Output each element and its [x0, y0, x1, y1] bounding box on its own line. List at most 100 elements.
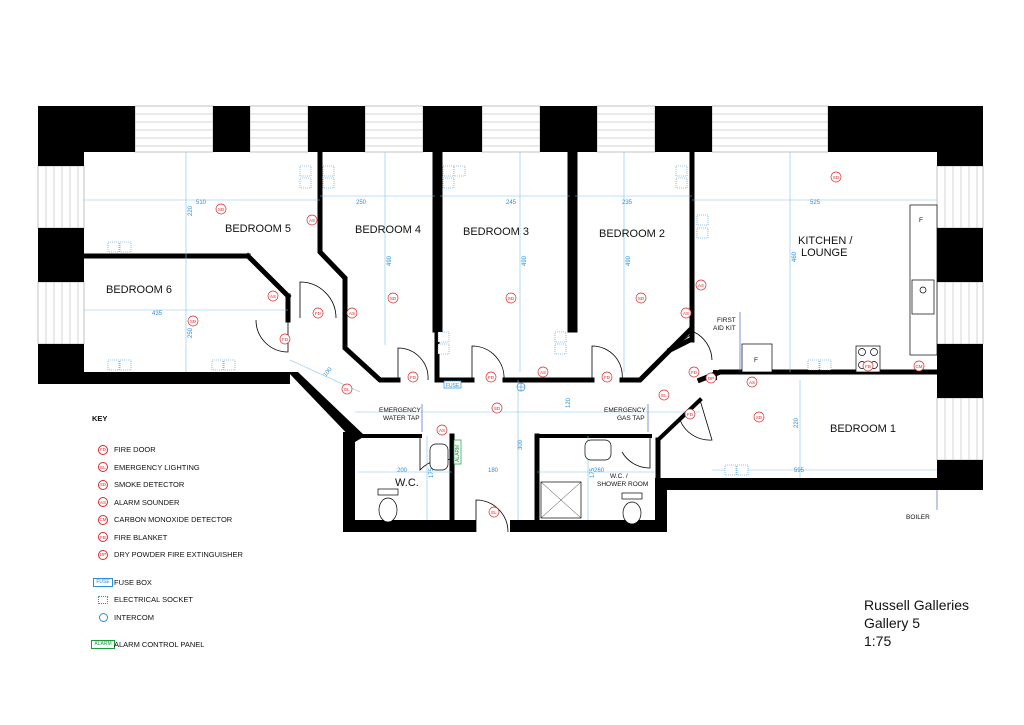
fb-icon: FB: [865, 364, 871, 369]
fixture-labels: F F: [754, 217, 923, 364]
dim-b5-h: 220: [188, 205, 194, 216]
sd-icon: SD: [390, 296, 397, 301]
title-line-2: Gallery 5: [864, 615, 921, 631]
dim-k-w: 525: [810, 200, 821, 206]
extinguisher-icon: DP: [98, 549, 108, 560]
fd-icon: FD: [282, 337, 289, 342]
title-line-3: 1:75: [864, 633, 892, 649]
room-bedroom-6: BEDROOM 6: [106, 284, 172, 296]
as-icon: AS: [540, 370, 546, 375]
el-icon: EL: [344, 387, 350, 392]
fd-icon: FD: [315, 311, 322, 316]
dp-icon: DP: [708, 376, 714, 381]
as-icon: AS: [749, 380, 755, 385]
alarm-panel: ALARM: [455, 445, 461, 462]
room-bedroom-5: BEDROOM 5: [225, 223, 291, 235]
dim-hall-w: 180: [488, 468, 499, 474]
dim-b5-w: 510: [196, 200, 207, 206]
emergency-lighting-icon: EL: [98, 462, 108, 473]
fire-door-icon: FD: [98, 444, 108, 455]
as-icon: AS: [309, 218, 315, 223]
dimension-lines: [84, 152, 937, 520]
as-icon: AS: [698, 283, 704, 288]
fridge: [741, 343, 773, 373]
basin-wc: [429, 443, 449, 471]
toilet-shower: [621, 492, 643, 500]
sd-icon: SD: [494, 406, 501, 411]
window-frames: [37, 105, 984, 461]
dim-b2-w: 235: [622, 200, 633, 206]
dim-hall-h: 120: [566, 397, 572, 408]
el-icon: EL: [491, 510, 497, 515]
room-bedroom-1: BEDROOM 1: [830, 423, 896, 435]
room-shower-line2: SHOWER ROOM: [597, 481, 648, 488]
dim-b6-h: 250: [188, 327, 194, 338]
note-first-aid-2: AID KIT: [713, 325, 736, 332]
fridge-label: F: [754, 357, 758, 364]
toilet-wc: [377, 488, 399, 496]
room-bedroom-2: BEDROOM 2: [599, 228, 665, 240]
fd-icon: FD: [687, 412, 694, 417]
sd-icon: SD: [190, 319, 197, 324]
fd-icon: FD: [604, 375, 611, 380]
title-block: Russell Galleries Gallery 5 1:75: [864, 596, 969, 650]
room-bedroom-3: BEDROOM 3: [463, 226, 529, 238]
room-kitchen-line1: KITCHEN /: [798, 235, 853, 247]
dim-wc-h: 175: [429, 467, 435, 478]
sd-icon: SD: [756, 415, 763, 420]
note-water-tap-2: WATER TAP: [383, 415, 420, 422]
fixtures: [377, 204, 938, 525]
intercom-icon: [98, 612, 108, 622]
alarm-sounder-icon: AS: [98, 497, 108, 508]
smoke-detector-icon: SD: [98, 479, 108, 490]
fd-icon: FD: [488, 375, 495, 380]
title-line-1: Russell Galleries: [864, 597, 970, 613]
window-glazing: [45, 113, 978, 460]
room-wc: W.C.: [395, 477, 419, 489]
note-first-aid-1: FIRST: [717, 317, 736, 324]
sockets: [107, 165, 832, 476]
legend-item: ELECTRICAL SOCKET: [92, 591, 352, 609]
legend-title: KEY: [92, 414, 108, 423]
co-detector-icon: CM: [98, 514, 108, 525]
dim-wc-w: 200: [397, 468, 408, 474]
room-kitchen-line2: LOUNGE: [801, 247, 847, 259]
dim-b1-h: 220: [794, 417, 800, 428]
note-boiler: BOILER: [906, 514, 930, 521]
socket-icon: [98, 595, 108, 604]
dim-b6-w: 435: [152, 311, 163, 317]
legend-item: INTERCOM: [92, 609, 352, 627]
fuse-box: FUSE: [446, 383, 460, 389]
sink: [911, 279, 935, 315]
el-icon: EL: [661, 393, 667, 398]
fire-blanket-icon: FB: [98, 532, 108, 543]
dim-hall-diag: 100: [323, 366, 334, 378]
sd-icon: SD: [218, 207, 225, 212]
sd-icon: SD: [833, 175, 840, 180]
note-water-tap-1: EMERGENCY: [379, 407, 422, 414]
as-icon: AS: [270, 294, 276, 299]
dim-b3-h: 490: [522, 255, 528, 266]
note-gas-tap-1: EMERGENCY: [604, 407, 647, 414]
fd-icon: FD: [691, 370, 698, 375]
safety-symbols: [187, 171, 925, 518]
interior-walls: [81, 149, 940, 523]
note-gas-tap-2: GAS TAP: [617, 415, 645, 422]
dimension-labels: 510 220 250 490 245 490 235 490 525 460 …: [152, 200, 821, 478]
room-bedroom-4: BEDROOM 4: [355, 224, 421, 236]
sd-icon: SD: [638, 296, 645, 301]
dim-hall-v: 300: [518, 439, 524, 450]
room-shower-line1: W.C. /: [610, 473, 628, 480]
room-labels: BEDROOM 5 BEDROOM 4 BEDROOM 3 BEDROOM 2 …: [106, 223, 896, 489]
dim-b4-h: 490: [387, 255, 393, 266]
freezer-label: F: [919, 217, 923, 224]
fd-icon: FD: [410, 375, 417, 380]
